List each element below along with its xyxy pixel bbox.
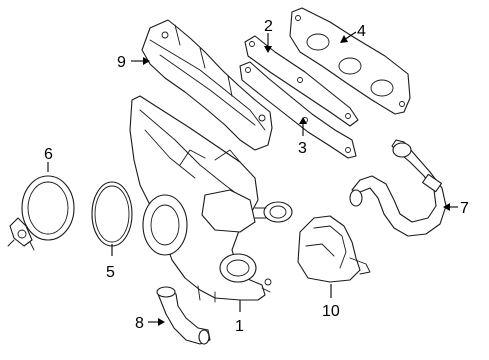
heat-shield-part-10 bbox=[297, 215, 371, 283]
callout-1: 1 bbox=[235, 318, 244, 335]
leader-9-arrow bbox=[143, 57, 150, 65]
callout-6: 6 bbox=[44, 146, 53, 163]
leader-2-arrow bbox=[264, 46, 272, 53]
callout-8: 8 bbox=[135, 315, 144, 332]
leader-7-arrow bbox=[443, 203, 450, 211]
callout-10: 10 bbox=[322, 303, 340, 320]
leader-8-arrow bbox=[158, 318, 165, 326]
callout-5: 5 bbox=[106, 264, 115, 281]
gasket-part-3 bbox=[239, 61, 357, 159]
turbocharger-part-1 bbox=[129, 95, 293, 303]
oil-pipe-part-8 bbox=[156, 286, 211, 345]
callout-9: 9 bbox=[117, 54, 126, 71]
leader-4-arrow bbox=[340, 35, 348, 43]
callout-4: 4 bbox=[357, 23, 366, 40]
callout-3: 3 bbox=[298, 140, 307, 157]
leader-3-arrow bbox=[299, 117, 307, 124]
oil-line-part-7 bbox=[349, 139, 447, 237]
callout-2: 2 bbox=[264, 18, 273, 35]
seal-ring-part-5 bbox=[91, 181, 133, 247]
gasket-part-2 bbox=[244, 35, 359, 127]
heat-shield-part-9 bbox=[141, 19, 273, 151]
callout-labels: 9 2 4 3 6 5 7 8 1 10 bbox=[44, 18, 469, 335]
callout-7: 7 bbox=[460, 200, 469, 217]
clamp-part-6 bbox=[7, 175, 75, 251]
leader-lines bbox=[47, 31, 458, 326]
gasket-part-4 bbox=[289, 7, 411, 115]
